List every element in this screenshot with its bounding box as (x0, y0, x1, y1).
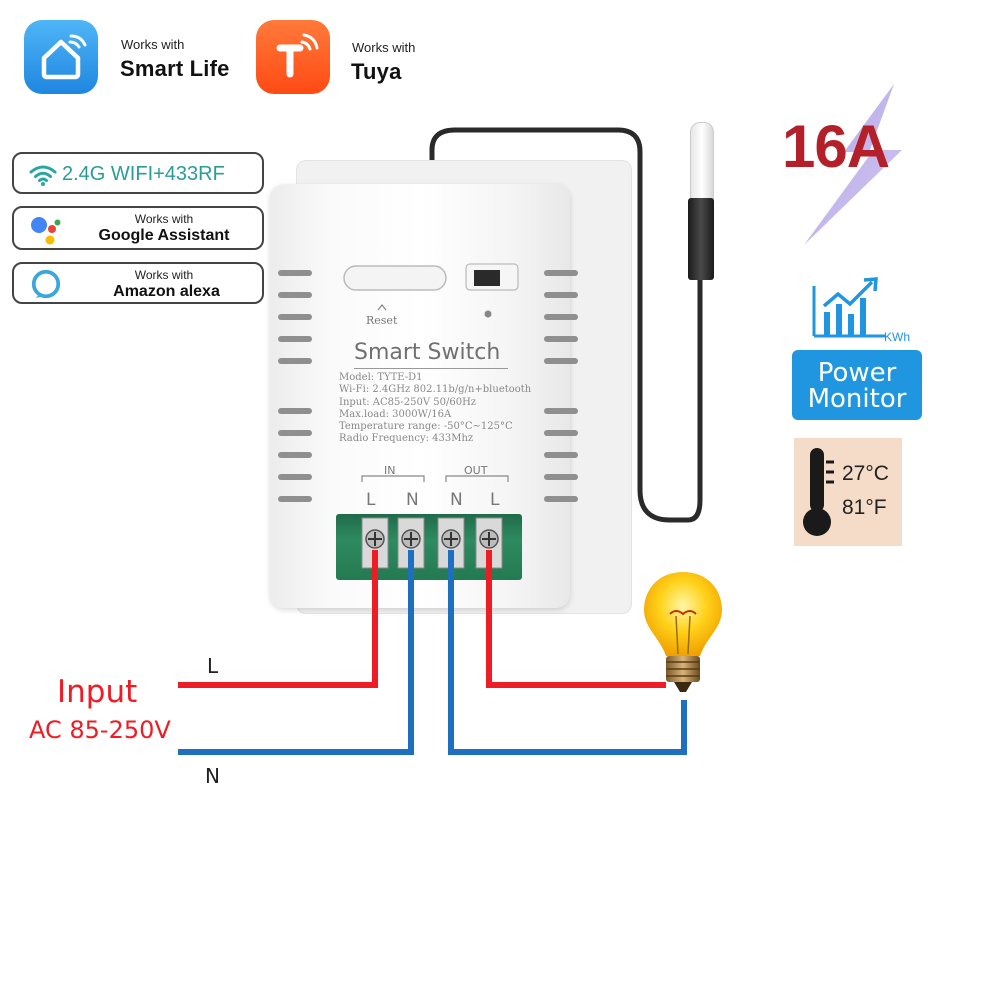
neutral-label: N (205, 764, 220, 788)
live-label: L (207, 654, 219, 678)
amazon-alexa-badge: Works with Amazon alexa (12, 262, 264, 304)
smart-life-name: Smart Life (120, 56, 230, 81)
wifi-rf-badge: 2.4G WIFI+433RF (12, 152, 264, 194)
tuya-name: Tuya (351, 59, 402, 84)
in-label: IN (384, 464, 396, 477)
spec-line: Model: TYTE-D1 (339, 372, 423, 383)
google-works-with: Works with (134, 212, 194, 226)
device-specs: Model: TYTE-D1 Wi-Fi: 2.4GHz 802.11b/g/n… (339, 372, 531, 446)
device-title: Smart Switch (354, 340, 501, 365)
current-rating-text: 16A (782, 113, 890, 180)
tuya-works-with: Works with (352, 40, 416, 55)
tuya-logo-icon (256, 20, 330, 94)
live-output-wire (486, 550, 666, 688)
out-label: OUT (464, 464, 488, 477)
probe-sleeve (688, 198, 714, 280)
power-chart-icon (812, 277, 886, 338)
tuya-app-icon (256, 20, 330, 94)
terminal-label-out-n: N (450, 490, 463, 510)
neutral-output-wire (448, 550, 687, 755)
power-monitor-badge: Power Monitor (792, 350, 922, 420)
temperature-celsius: 27°C (842, 462, 889, 485)
terminal-label-out-l: L (490, 490, 500, 510)
power-monitor-line2: Monitor (807, 384, 907, 414)
spec-line: Wi-Fi: 2.4GHz 802.11b/g/n+bluetooth (339, 384, 532, 396)
power-monitor-line1: Power (817, 358, 897, 388)
google-assistant-name: Google Assistant (98, 227, 230, 244)
temperature-fahrenheit: 81°F (842, 496, 887, 519)
smart-life-works-with: Works with (121, 37, 185, 52)
input-voltage: AC 85-250V (29, 716, 171, 744)
device-title-underline (354, 368, 508, 369)
temperature-badge: 27°C 81°F (794, 438, 902, 546)
temperature-probe (690, 122, 714, 204)
terminal-label-in-n: N (406, 490, 419, 510)
wifi-rf-text: 2.4G WIFI+433RF (62, 163, 225, 185)
input-title: Input (57, 674, 138, 710)
spec-line: Radio Frequency: 433Mhz (339, 433, 474, 445)
spec-line: Max.load: 3000W/16A (339, 408, 452, 420)
wifi-icon (29, 165, 57, 186)
house-icon (24, 20, 98, 94)
power-unit-label: KWh (884, 330, 911, 344)
neutral-input-wire (178, 550, 414, 755)
reset-label: Reset (366, 314, 398, 327)
lightning-bolt-icon (804, 84, 902, 245)
google-assistant-icon (31, 217, 61, 245)
spec-line: Temperature range: -50°C~125°C (339, 421, 513, 433)
terminal-label-in-l: L (366, 490, 376, 510)
alexa-icon (31, 269, 61, 299)
live-input-wire (178, 550, 378, 688)
google-assistant-badge: Works with Google Assistant (12, 206, 264, 250)
thermometer-icon (803, 448, 834, 536)
spec-line: Input: AC85-250V 50/60Hz (339, 396, 477, 408)
amazon-alexa-name: Amazon alexa (113, 283, 220, 300)
light-bulb-icon (644, 572, 722, 692)
smart-life-app-icon (24, 20, 98, 94)
alexa-works-with: Works with (134, 268, 194, 282)
